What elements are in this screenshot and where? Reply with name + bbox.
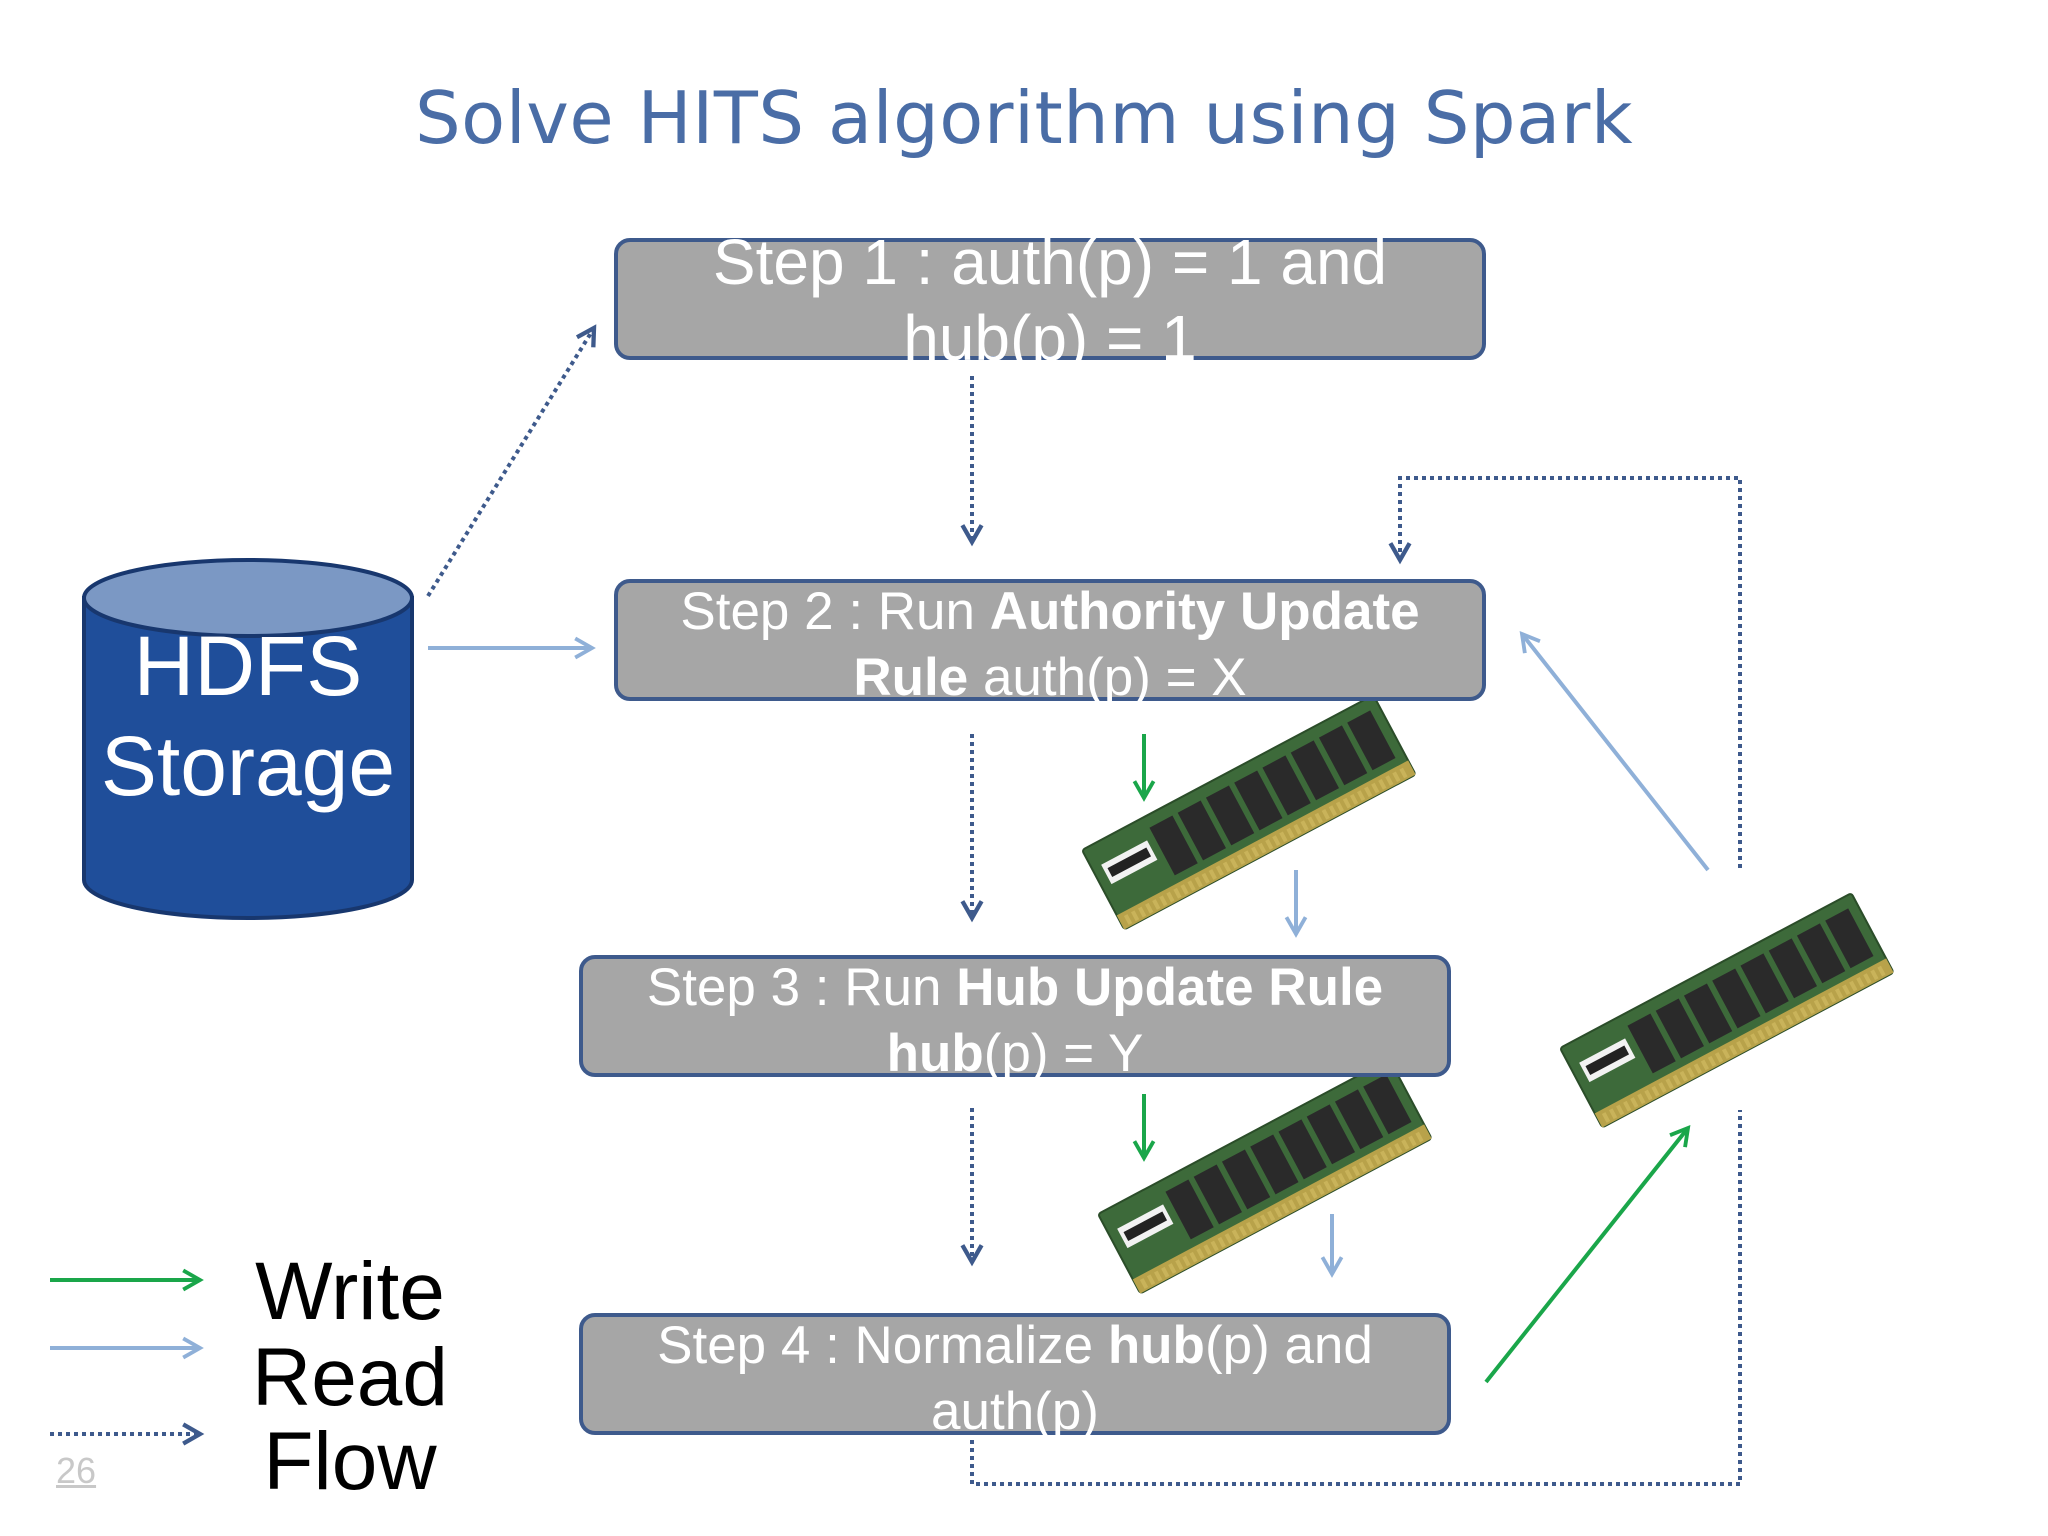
step-2-text: Step 2 : Run Authority Update Rule auth(… [618,579,1482,711]
step-1-box: Step 1 : auth(p) = 1 and hub(p) = 1 [614,226,1486,374]
step-3-text: Step 3 : Run Hub Update Rule hub(p) = Y [583,955,1447,1087]
step-2-bold: Authority Update Rule [853,582,1420,707]
step-4-suffix: (p) and auth(p) [931,1316,1373,1441]
step-4-box: Step 4 : Normalize hub(p) and auth(p) [579,1313,1451,1441]
write-arrow-step4-to-ram3 [1484,1124,1691,1384]
step-4-prefix: Step 4 : Normalize [657,1316,1108,1375]
step-1-text: Step 1 : auth(p) = 1 and hub(p) = 1 [712,226,1388,374]
step-3-box: Step 3 : Run Hub Update Rule hub(p) = Y [579,955,1451,1083]
flow-arrow-hdfs-to-step1 [426,324,597,598]
ram-module-icon [1081,694,1417,931]
read-arrow-ram3-to-step2 [1519,630,1710,872]
hdfs-cylinder-icon [82,558,414,920]
legend-read-label: Read [251,1332,449,1423]
legend-write-label: Write [255,1246,445,1337]
slide-title: Solve HITS algorithm using Spark [414,76,1634,160]
ram-module-icon [1097,1058,1433,1295]
step-4-text: Step 4 : Normalize hub(p) and auth(p) [583,1313,1447,1445]
step-3-bold-rule: Hub Update Rule [956,958,1384,1017]
step-3-bold-hub: hub [886,1024,984,1083]
hdfs-storage-label: HDFS Storage [100,619,396,813]
step-4-bold: hub [1107,1316,1205,1375]
flow-loop-step4-to-step2 [970,1110,1742,1486]
ram-module-icon [1559,892,1895,1129]
step-2-box: Step 2 : Run Authority Update Rule auth(… [614,579,1486,707]
step-3-suffix: (p) = Y [983,1024,1144,1083]
step-2-suffix: auth(p) = X [968,648,1247,707]
legend-flow-label: Flow [263,1416,437,1507]
page-number: 26 [56,1450,97,1491]
step-2-prefix: Step 2 : Run [680,582,990,641]
step-3-prefix: Step 3 : Run [646,958,957,1017]
flow-loop-right-to-step2 [1388,476,1742,868]
